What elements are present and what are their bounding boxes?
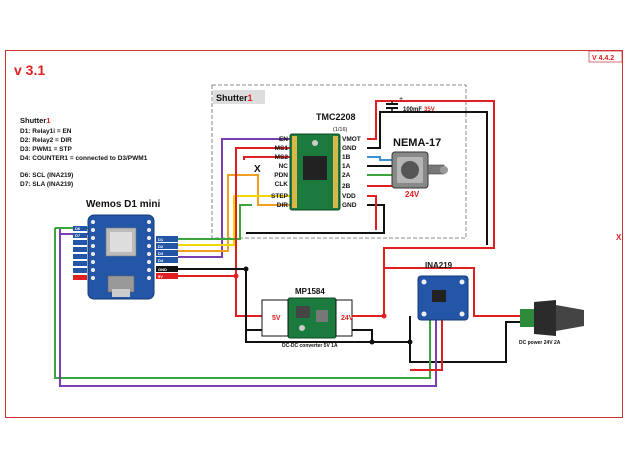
ina219-board	[417, 275, 469, 321]
stepper-motor	[391, 151, 448, 189]
driver-pin-vdd: VDD	[342, 193, 356, 200]
converter-output-terminal	[335, 299, 353, 337]
junction-dot	[243, 266, 249, 272]
pin-tag-5v	[156, 273, 178, 279]
wire-conv-gnd-out	[352, 329, 373, 342]
junction-dot	[381, 313, 387, 319]
driver-pin-en: EN	[279, 136, 288, 143]
board-name: Wemos D1 mini	[86, 199, 160, 210]
wire-dir	[178, 174, 290, 252]
pin-label-gnd: GND	[158, 267, 167, 272]
converter-caption: DC-DC converter 5V 1A	[282, 343, 338, 349]
wire-ina-vcc	[410, 320, 443, 371]
pin-tag-d4	[156, 257, 178, 263]
wire-24v	[352, 267, 525, 317]
diagram-frame	[5, 50, 623, 418]
shutter-label: Shutter1	[216, 93, 253, 103]
note-line-3: D3: PWM1 = STP	[20, 146, 72, 153]
junction-dot	[233, 273, 239, 279]
wire-ms1	[235, 147, 290, 276]
driver-board	[289, 133, 341, 211]
driver-pin-1a: 1A	[342, 163, 351, 170]
capacitor-value: 100mF	[403, 107, 422, 113]
diagram-title: v 3.1	[14, 62, 45, 78]
nc-x-mark: X	[254, 164, 261, 175]
capacitor-plus: +	[399, 96, 403, 103]
wire-sda	[59, 228, 437, 387]
wire-scl	[54, 228, 431, 379]
version-label: V 4.4.2	[592, 55, 614, 62]
board-left-pin-tags	[73, 226, 87, 280]
note-line-1: D1: Relay1i = EN	[20, 128, 72, 135]
wire-ms2	[243, 156, 290, 160]
note-line-2: D2: Relay2 = DIR	[20, 137, 72, 144]
notes-title: Shutter1	[20, 116, 50, 125]
pin-tag-d2	[156, 243, 178, 249]
note-line-7: D7: SLA (INA219)	[20, 181, 73, 188]
version-box	[588, 50, 623, 63]
pin-label-5v: 5V	[158, 274, 163, 279]
wire-step	[178, 195, 290, 246]
driver-pin-clk: CLK	[275, 181, 289, 188]
driver-pin-pdn: PDN	[274, 172, 288, 179]
wire-vmot-gnd	[367, 111, 488, 245]
driver-pin-dir: DIR	[277, 202, 289, 209]
pin-label-d1: D1	[158, 237, 164, 242]
wire-power-gnd	[409, 316, 525, 363]
driver-pin-2a: 2A	[342, 172, 351, 179]
driver-pin-gnd-top: GND	[342, 145, 357, 152]
driver-pin-nc: NC	[279, 163, 289, 170]
pin-tag-d1	[156, 236, 178, 242]
converter-in-label: 24V	[341, 315, 354, 322]
driver-subtitle: (1/16)	[333, 127, 348, 133]
pin-label-d4: D4	[158, 258, 164, 263]
shutter-label-bg	[213, 90, 265, 104]
pin-label-d6: D6	[75, 226, 81, 231]
driver-pin-2b: 2B	[342, 183, 351, 190]
driver-pin-1b: 1B	[342, 154, 351, 161]
pin-tag-d3	[156, 250, 178, 256]
junction-dot	[369, 339, 375, 345]
power-caption: DC power 24V 2A	[519, 340, 561, 346]
wire-5v	[178, 275, 262, 317]
pin-label-d3: D3	[158, 251, 164, 256]
driver-pin-gnd-bottom: GND	[342, 202, 357, 209]
converter-input-terminal	[261, 299, 289, 337]
pin-label-d2: D2	[158, 244, 164, 249]
corner-x-mark: X	[616, 233, 622, 242]
junction-dot	[407, 339, 413, 345]
sensor-name: INA219	[425, 261, 453, 270]
pin-tag-gnd	[156, 266, 178, 272]
wire-counter	[178, 204, 252, 240]
wire-en	[178, 138, 290, 258]
shutter-label-index: 1	[248, 93, 253, 103]
driver-pin-ms2: MS2	[275, 154, 289, 161]
wemos-board	[87, 214, 155, 300]
wire-vdd	[367, 195, 377, 230]
converter-name: MP1584	[295, 287, 325, 296]
note-line-6: D6: SCL (INA219)	[20, 172, 73, 179]
motor-name: NEMA-17	[393, 137, 441, 149]
notes-title-prefix: Shutter	[20, 116, 46, 125]
wire-1b	[367, 156, 392, 161]
dc-power-jack	[520, 300, 584, 336]
note-line-4: D4: COUNTER1 = connected to D3/PWM1	[20, 155, 148, 162]
driver-pin-ms1: MS1	[275, 145, 289, 152]
notes-title-index: 1	[46, 116, 50, 125]
capacitor-rating: 35V	[424, 107, 435, 113]
shutter-label-prefix: Shutter	[216, 93, 248, 103]
motor-voltage: 24V	[405, 190, 420, 199]
driver-pin-vmot: VMOT	[342, 136, 361, 143]
driver-name: TMC2208	[316, 112, 356, 122]
driver-pin-step: STEP	[271, 193, 289, 200]
shutter-box	[211, 84, 467, 239]
pin-label-d7: D7	[75, 233, 81, 238]
dc-dc-converter	[287, 297, 337, 339]
converter-out-label: 5V	[272, 315, 281, 322]
